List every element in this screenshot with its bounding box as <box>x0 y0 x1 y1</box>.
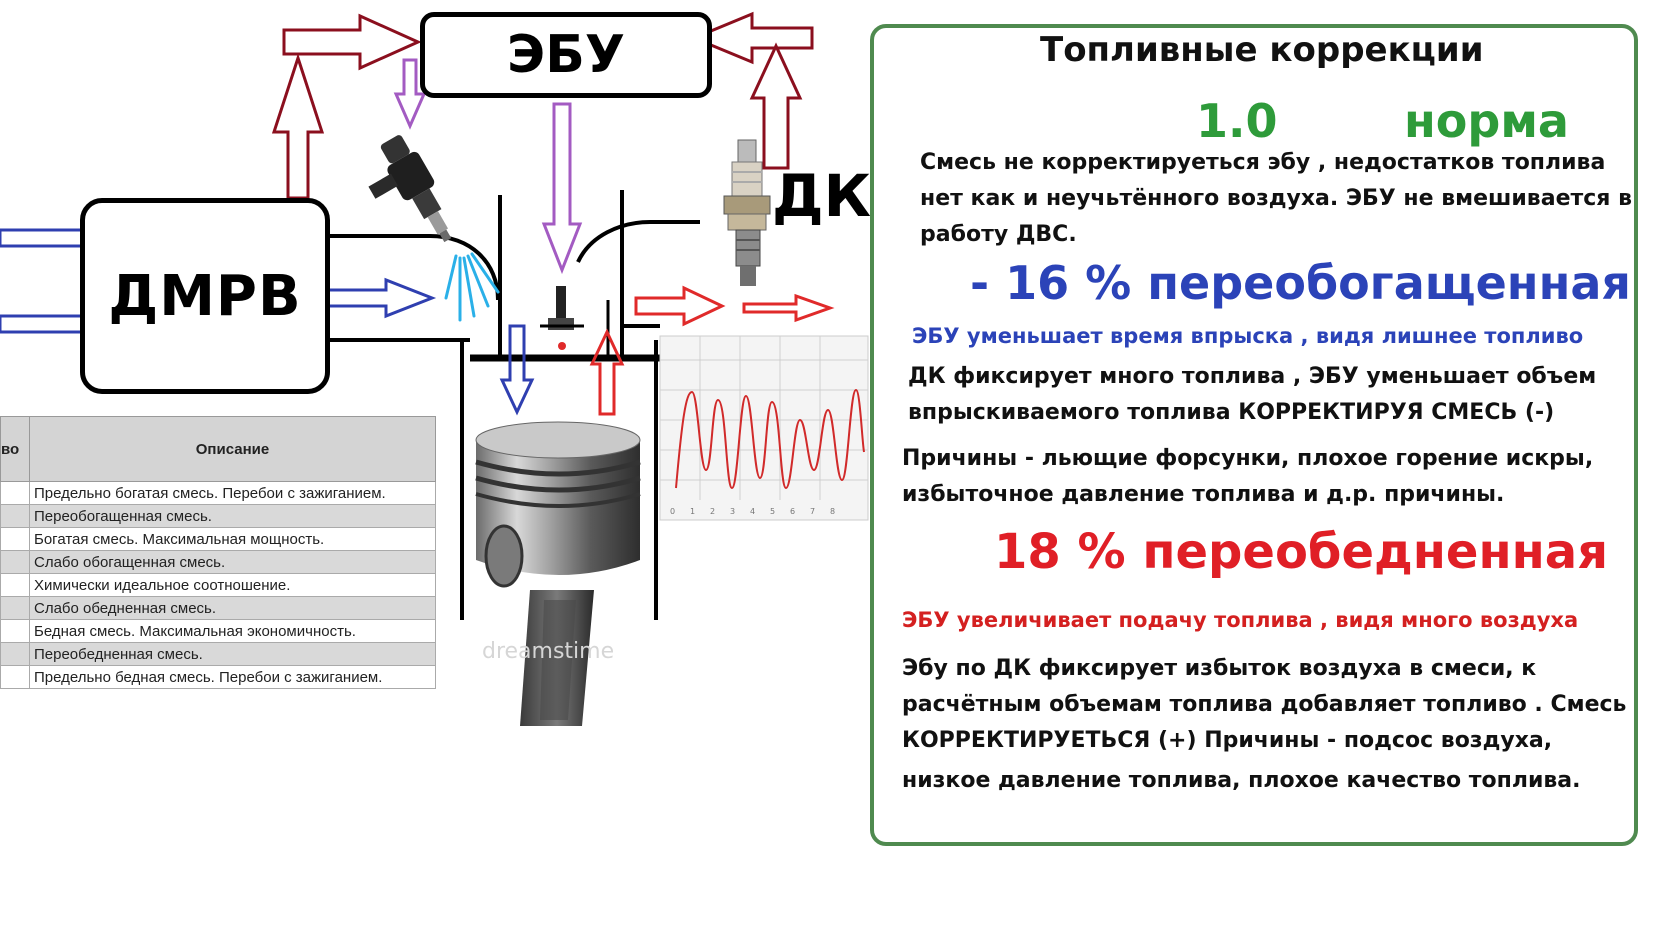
maf-to-ecu-arrow-right <box>282 13 422 71</box>
table-cell-description: Предельно богатая смесь. Перебои с зажиг… <box>29 481 436 505</box>
svg-text:5: 5 <box>770 507 775 516</box>
fuel-trim-panel: Топливные коррекции 1.0 норма Смесь не к… <box>870 24 1638 846</box>
mixture-table: во Описание Предельно богатая смесь. Пер… <box>0 416 436 689</box>
lean-text-line: Эбу по ДК фиксирует избыток воздуха в см… <box>902 656 1537 681</box>
o2-sensor-label: ДК <box>772 162 872 230</box>
oxygen-sensor-icon <box>723 139 771 286</box>
table-cell-description: Химически идеальное соотношение. <box>29 573 436 597</box>
svg-text:7: 7 <box>810 507 815 516</box>
table-row: Переобедненная смесь. <box>0 642 436 666</box>
table-row: Предельно бедная смесь. Перебои с зажига… <box>0 665 436 689</box>
svg-text:0: 0 <box>670 507 675 516</box>
o2-to-ecu-arrow-up <box>749 42 803 170</box>
rich-text-line: ДК фиксирует много топлива , ЭБУ уменьша… <box>908 364 1597 389</box>
table-row: Слабо обедненная смесь. <box>0 596 436 620</box>
table-row: Предельно богатая смесь. Перебои с зажиг… <box>0 481 436 505</box>
lean-text-line: расчётным объемам топлива добавляет топл… <box>902 692 1627 717</box>
intake-down-arrow <box>499 324 535 416</box>
lean-subtitle: ЭБУ увеличивает подачу топлива , видя мн… <box>902 608 1579 632</box>
table-header-row: во Описание <box>0 416 436 482</box>
rich-text-line: впрыскиваемого топлива КОРРЕКТИРУЯ СМЕСЬ… <box>908 400 1555 425</box>
maf-sensor-box: ДМРВ <box>80 198 330 394</box>
table-cell-description: Бедная смесь. Максимальная экономичность… <box>29 619 436 643</box>
table-cell-description: Переобогащенная смесь. <box>29 504 436 528</box>
piston-icon <box>475 421 641 726</box>
ecu-box: ЭБУ <box>420 12 712 98</box>
o2-to-ecu-arrow-left <box>690 11 814 65</box>
table-header-description: Описание <box>29 416 436 482</box>
table-cell-description: Богатая смесь. Максимальная мощность. <box>29 527 436 551</box>
exhaust-up-arrow <box>589 328 625 416</box>
lean-text-line: КОРРЕКТИРУЕТЬСЯ (+) Причины - подсос воз… <box>902 728 1553 753</box>
svg-text:2: 2 <box>710 507 715 516</box>
maf-to-ecu-arrow-up <box>271 53 325 200</box>
table-cell-description: Слабо обогащенная смесь. <box>29 550 436 574</box>
maf-label: ДМРВ <box>108 263 302 329</box>
spark-plug-icon <box>540 286 584 350</box>
normal-text-line: нет как и неучьтённого воздуха. ЭБУ не в… <box>920 186 1632 211</box>
svg-text:6: 6 <box>790 507 795 516</box>
normal-text-line: работу ДВС. <box>920 222 1077 247</box>
ecu-to-injector-arrow <box>393 58 427 130</box>
fuel-spray-icon <box>444 252 500 322</box>
rich-heading: - 16 % переобогащенная <box>970 256 1631 310</box>
lean-text-line: низкое давление топлива, плохое качество… <box>902 768 1581 793</box>
table-row: Богатая смесь. Максимальная мощность. <box>0 527 436 551</box>
svg-text:8: 8 <box>830 507 835 516</box>
exhaust-pipe-top <box>576 220 700 263</box>
panel-title: Топливные коррекции <box>1040 30 1484 70</box>
ecu-label: ЭБУ <box>507 25 625 85</box>
table-cell-description: Слабо обедненная смесь. <box>29 596 436 620</box>
table-header-value: во <box>0 416 30 482</box>
exhaust-out-arrow-1 <box>634 285 726 327</box>
table-row: Слабо обогащенная смесь. <box>0 550 436 574</box>
normal-text-line: Смесь не корректируеться эбу , недостатк… <box>920 150 1606 175</box>
lean-heading: 18 % переобедненная <box>994 524 1609 580</box>
intake-pipe-top <box>322 234 500 301</box>
injector-icon <box>368 135 452 243</box>
table-row: Бедная смесь. Максимальная экономичность… <box>0 619 436 643</box>
exhaust-out-arrow-2 <box>742 293 835 323</box>
table-cell-description: Переобедненная смесь. <box>29 642 436 666</box>
o2-waveform-chart: 0 1 2 3 4 5 6 7 8 <box>659 335 869 521</box>
svg-text:4: 4 <box>750 507 755 516</box>
table-row: Переобогащенная смесь. <box>0 504 436 528</box>
rich-subtitle: ЭБУ уменьшает время впрыска , видя лишне… <box>912 324 1584 348</box>
table-cell-description: Предельно бедная смесь. Перебои с зажига… <box>29 665 436 689</box>
table-row: Химически идеальное соотношение. <box>0 573 436 597</box>
watermark: dreamstime <box>482 639 614 664</box>
rich-cause-line: избыточное давление топлива и д.р. причи… <box>902 482 1505 507</box>
normal-heading: норма <box>1404 94 1569 148</box>
svg-text:3: 3 <box>730 507 735 516</box>
ecu-to-spark-arrow <box>541 102 583 275</box>
svg-text:1: 1 <box>690 507 695 516</box>
rich-cause-line: Причины - льющие форсунки, плохое горени… <box>902 446 1594 471</box>
normal-value: 1.0 <box>1196 94 1278 148</box>
